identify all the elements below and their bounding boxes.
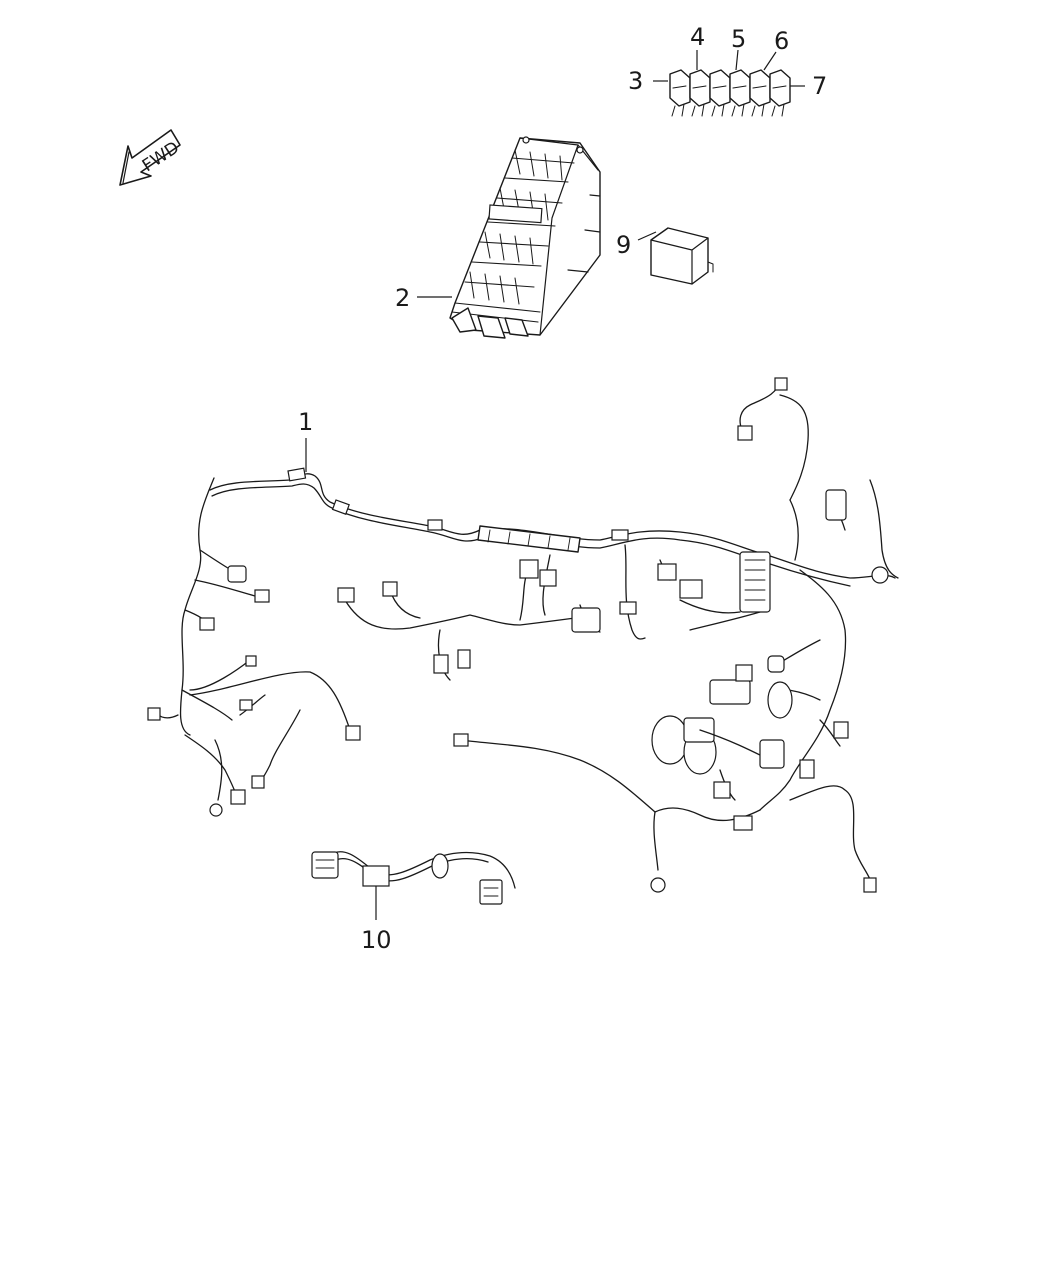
callout-5: 5 xyxy=(731,25,746,53)
jumper-harness: 10 xyxy=(311,851,516,954)
callout-1: 1 xyxy=(298,408,313,436)
callout-3: 3 xyxy=(628,67,643,95)
main-wiring-harness: 1 xyxy=(147,377,899,893)
callout-9: 9 xyxy=(616,231,631,259)
relay: 9 xyxy=(616,227,714,285)
callout-2: 2 xyxy=(395,284,410,312)
fwd-label: FWD xyxy=(139,138,183,176)
fwd-arrow-icon: FWD xyxy=(119,129,183,186)
fuse-junction-block: 2 xyxy=(395,136,601,339)
callout-7: 7 xyxy=(812,72,827,100)
callout-10: 10 xyxy=(361,926,392,954)
callout-4: 4 xyxy=(690,23,705,51)
fuse-set: 3 4 5 6 7 xyxy=(628,23,827,117)
callout-6: 6 xyxy=(774,27,789,55)
